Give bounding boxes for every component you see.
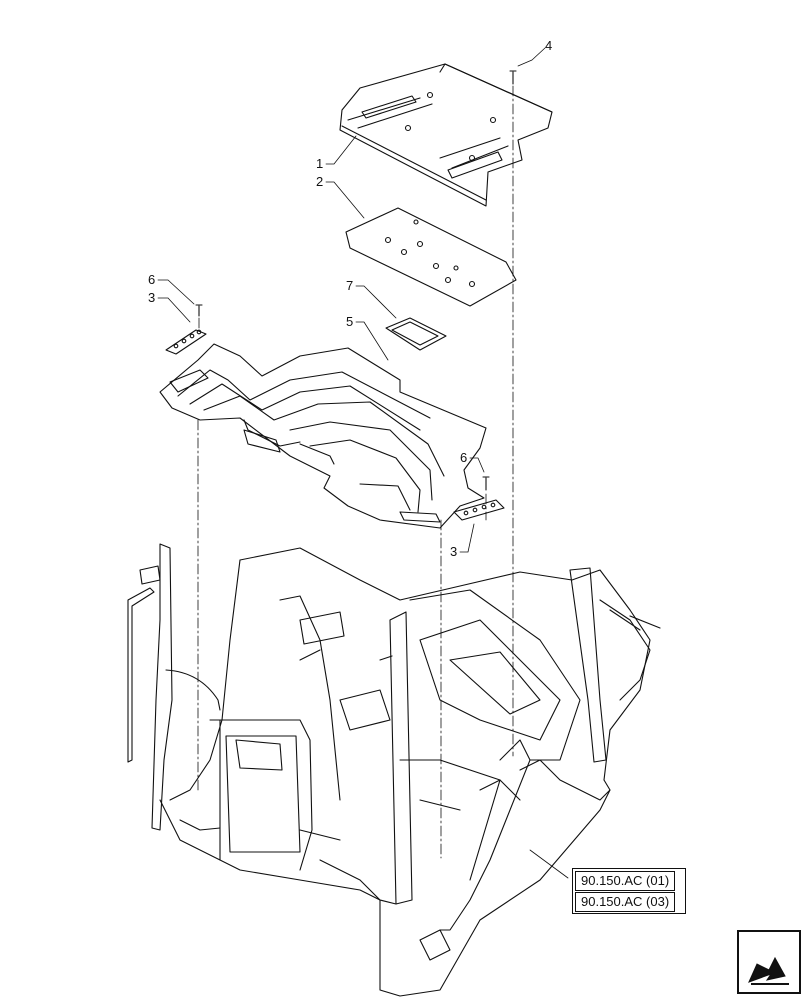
step-plate-right-part — [453, 499, 505, 521]
alignment-lines — [197, 85, 514, 859]
callout-3-upper: 3 — [148, 290, 155, 305]
bolt-parts — [195, 70, 517, 491]
cab-frame-part — [127, 543, 661, 997]
callout-labels: 4 1 2 6 3 7 5 6 3 — [148, 38, 552, 559]
main-floor-mat-part — [159, 343, 487, 529]
callout-2: 2 — [316, 174, 323, 189]
next-page-button[interactable] — [737, 930, 801, 994]
reference-group — [572, 868, 686, 914]
callout-3-lower: 3 — [450, 544, 457, 559]
next-page-arrow-icon — [748, 956, 789, 985]
reference-link-1[interactable]: 90.150.AC (01) — [575, 871, 676, 891]
callout-6-upper: 6 — [148, 272, 155, 287]
step-plate-left-part — [165, 329, 207, 355]
leader-lines — [157, 47, 569, 879]
seal-frame-part — [385, 317, 447, 351]
callout-1: 1 — [316, 156, 323, 171]
reference-link-2[interactable]: 90.150.AC (03) — [575, 892, 676, 912]
callout-6-lower: 6 — [460, 450, 467, 465]
floor-mat-part — [345, 207, 517, 307]
floor-plate-part — [339, 63, 553, 207]
callout-5: 5 — [346, 314, 353, 329]
callout-4: 4 — [545, 38, 552, 53]
callout-7: 7 — [346, 278, 353, 293]
